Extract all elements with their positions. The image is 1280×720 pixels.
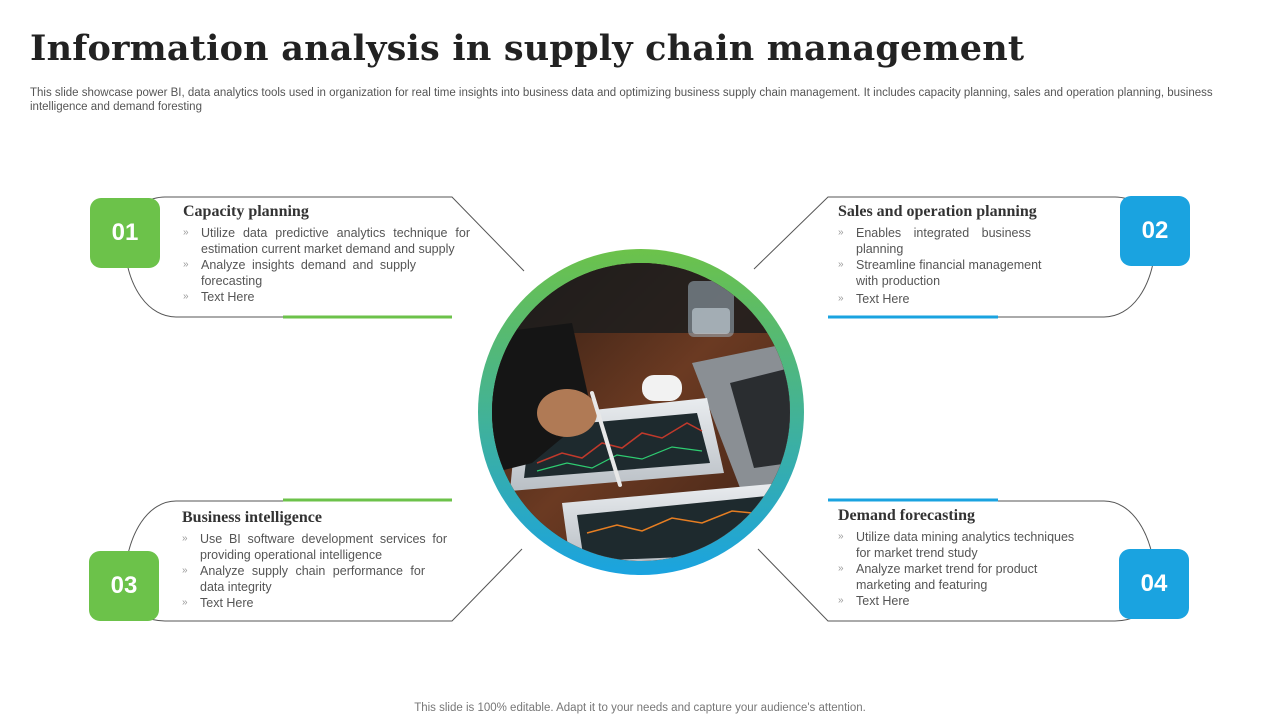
bullet: Streamline financial management with pro…: [838, 257, 1051, 289]
page-title: Information analysis in supply chain man…: [30, 28, 1025, 69]
bullet: Utilize data predictive analytics techni…: [183, 225, 470, 257]
item-heading: Capacity planning: [183, 203, 309, 220]
number-badge-01: 01: [90, 198, 160, 268]
item-heading: Business intelligence: [182, 509, 323, 526]
bullet: Analyze supply chain performance for dat…: [182, 563, 425, 595]
item-business-intelligence: Business intelligence Use BI software de…: [182, 509, 447, 611]
item-bullets: Use BI software development services for…: [182, 531, 447, 611]
item-bullets: Utilize data mining analytics techniques…: [838, 529, 1090, 609]
bullet: Analyze market trend for product marketi…: [838, 561, 1056, 593]
page-subtitle: This slide showcase power BI, data analy…: [30, 87, 1213, 113]
footer-note: This slide is 100% editable. Adapt it to…: [414, 702, 866, 714]
bullet: Enables integrated business planning: [838, 225, 1031, 257]
bullet: Utilize data mining analytics techniques…: [838, 529, 1090, 561]
bullet: Text Here: [182, 595, 447, 611]
number-badge-04: 04: [1119, 549, 1189, 619]
item-bullets: Enables integrated business planning Str…: [838, 225, 1060, 307]
bullet: Text Here: [838, 291, 1060, 307]
item-demand-forecasting: Demand forecasting Utilize data mining a…: [838, 507, 1090, 609]
bullet: Text Here: [183, 289, 470, 305]
number-badge-02: 02: [1120, 196, 1190, 266]
bullet: Analyze insights demand and supply forec…: [183, 257, 416, 289]
item-capacity-planning: Capacity planning Utilize data predictiv…: [183, 203, 470, 305]
item-heading: Sales and operation planning: [838, 203, 1037, 220]
number-badge-03: 03: [89, 551, 159, 621]
desk-analysis-photo: [492, 263, 790, 561]
bullet: Text Here: [838, 593, 1090, 609]
center-photo: [492, 263, 790, 561]
center-photo-ring: [478, 249, 804, 575]
item-heading: Demand forecasting: [838, 507, 976, 524]
bullet: Use BI software development services for…: [182, 531, 447, 563]
item-bullets: Utilize data predictive analytics techni…: [183, 225, 470, 305]
item-sales-operation-planning: Sales and operation planning Enables int…: [838, 203, 1060, 307]
